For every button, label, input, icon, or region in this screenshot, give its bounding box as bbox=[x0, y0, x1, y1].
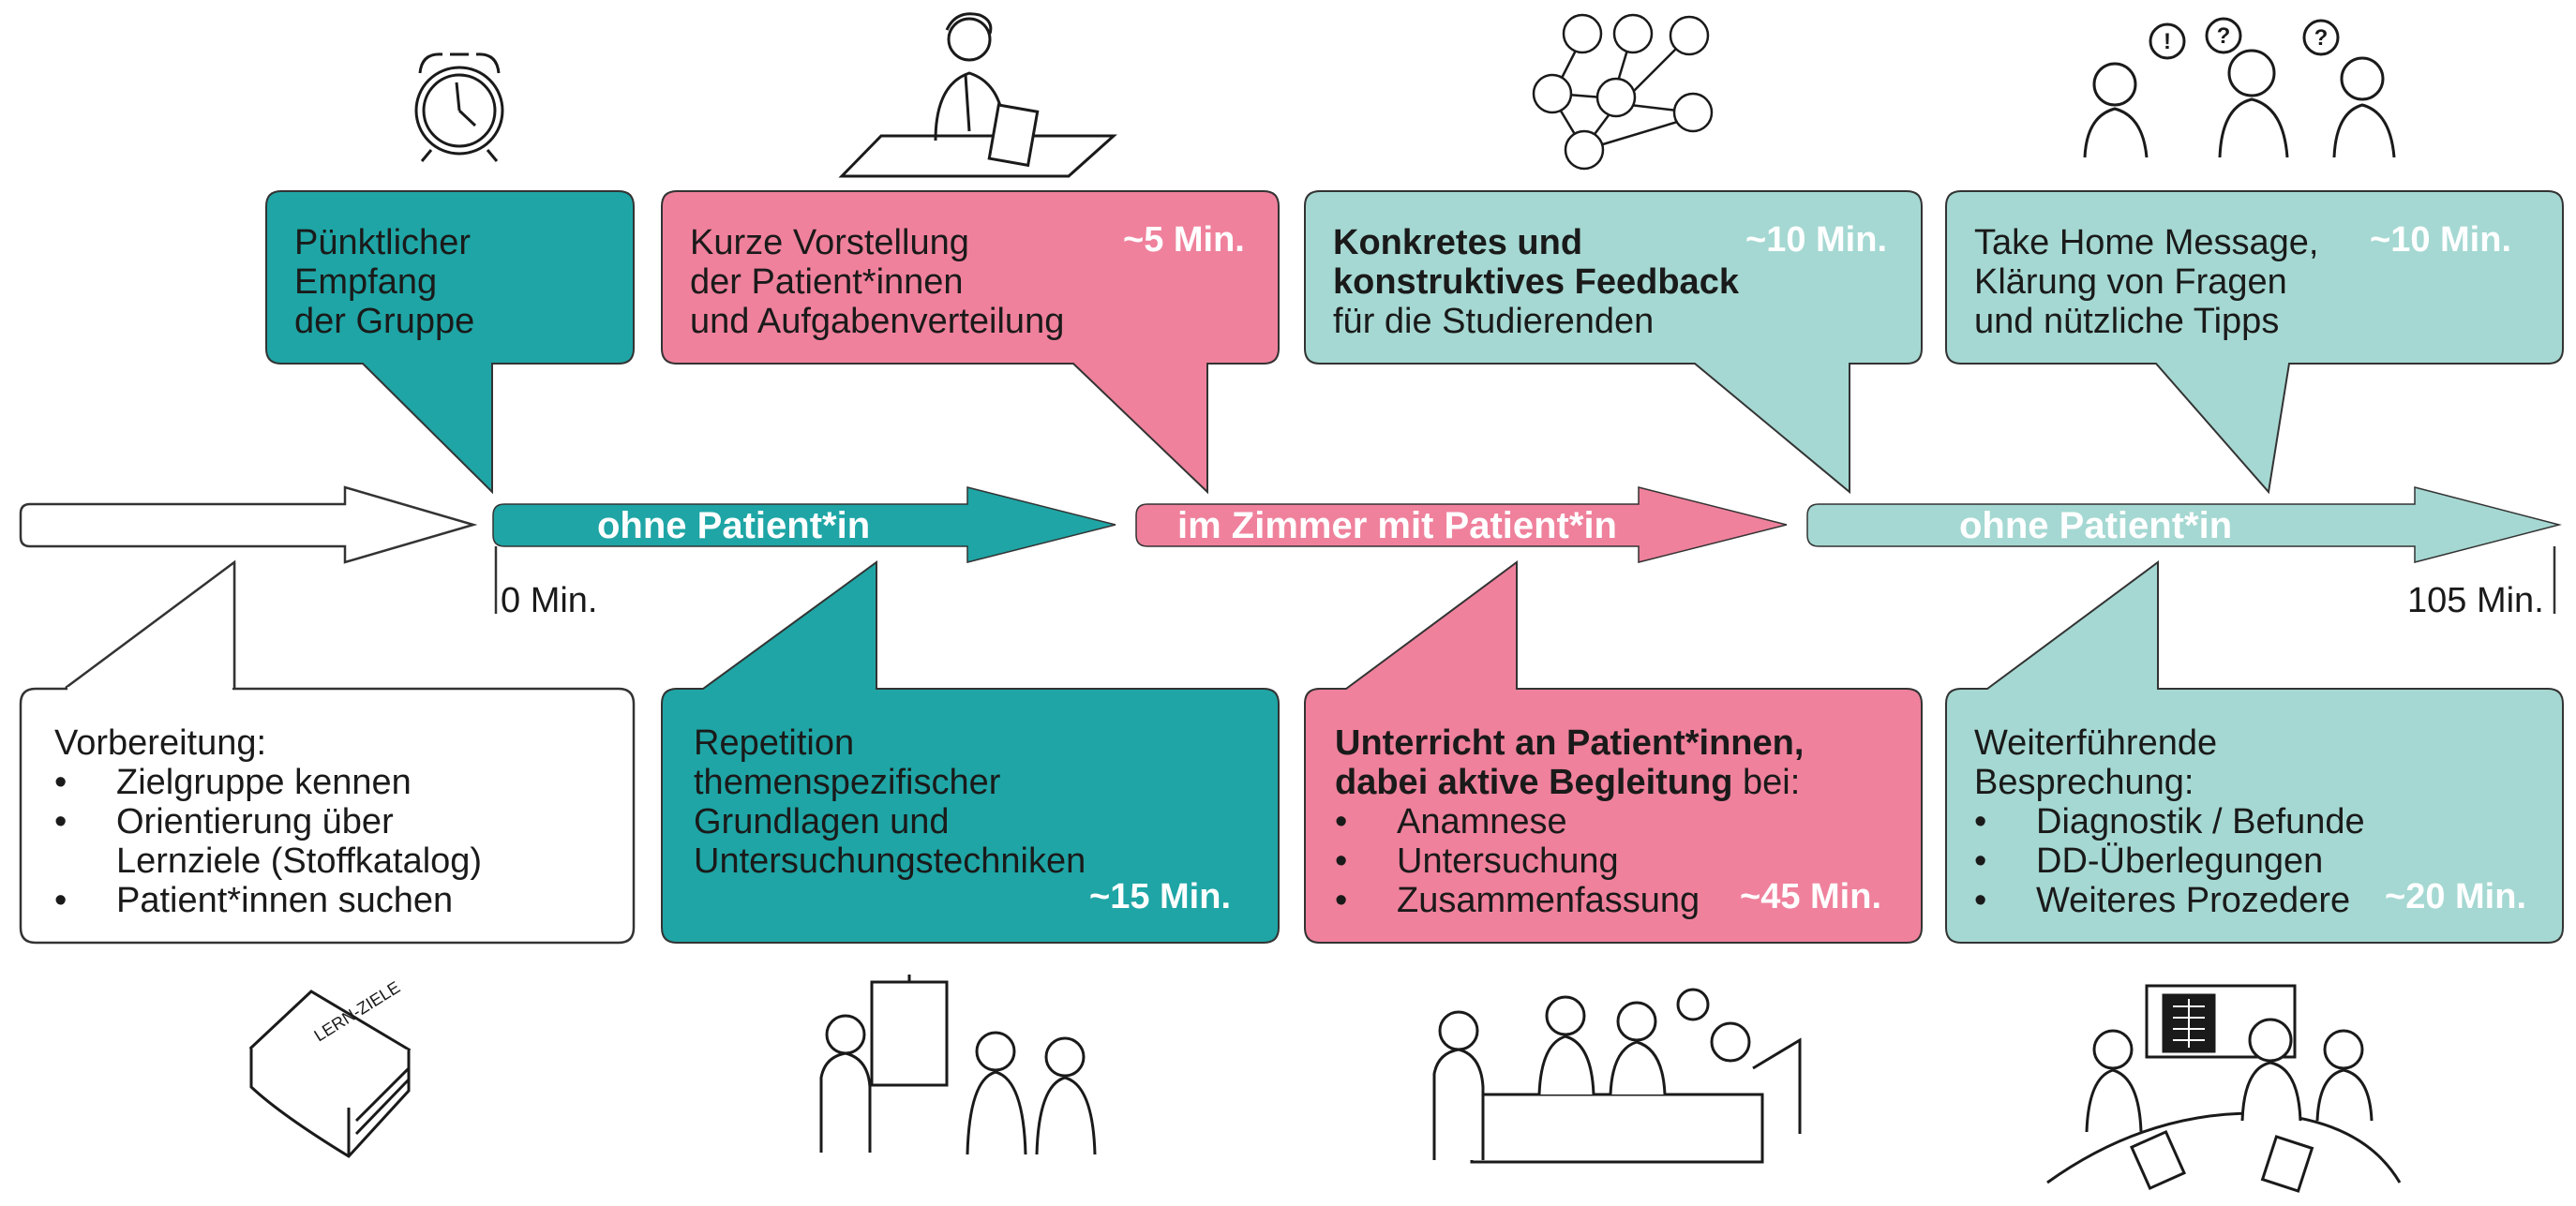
timeline-arrow-phase-3 bbox=[1806, 486, 2562, 563]
top-box-2-line: der Patient*innen bbox=[690, 262, 964, 302]
bottom-box-2-line: Grundlagen und bbox=[694, 802, 950, 841]
bottom-box-3-bullet: Anamnese bbox=[1335, 802, 1804, 841]
bottom-box-1-title: Vorbereitung: bbox=[54, 723, 267, 763]
alarm-clock-icon bbox=[414, 52, 504, 162]
top-callout-4 bbox=[1945, 190, 2564, 495]
bottom-box-3-suffix: bei: bbox=[1732, 763, 1801, 802]
bottom-box-1-bullet: Zielgruppe kennen bbox=[54, 763, 482, 802]
top-box-3-bold-line: Konkretes und bbox=[1333, 223, 1583, 262]
top-box-3-bold-line: konstruktives Feedback bbox=[1333, 262, 1739, 302]
bottom-box-1-bullet: Patient*innen suchen bbox=[54, 881, 482, 920]
bottom-box-4-bullet: Weiteres Prozedere bbox=[1974, 881, 2365, 920]
bottom-box-4-line: Weiterführende bbox=[1974, 723, 2218, 763]
top-box-4-text: Take Home Message, Klärung von Fragen un… bbox=[1974, 223, 2319, 341]
speech-bubbles-network-icon bbox=[1532, 13, 1714, 171]
top-box-1-line: Pünktlicher bbox=[294, 223, 471, 262]
svg-text:!: ! bbox=[2164, 29, 2171, 54]
teaching-at-poster-icon bbox=[819, 975, 1097, 1155]
bottom-box-2-line: themenspezifischer bbox=[694, 763, 1001, 802]
bottom-box-4-duration: ~20 Min. bbox=[2385, 877, 2526, 916]
bottom-box-4-bullet: DD-Überlegungen bbox=[1974, 841, 2365, 881]
bottom-box-4-text: Weiterführende Besprechung: Diagnostik /… bbox=[1974, 723, 2365, 920]
book-lernziele-icon: LERN-ZIELE bbox=[248, 977, 412, 1158]
time-start-label: 0 Min. bbox=[501, 581, 598, 620]
students-with-questions-icon: ! ? ? bbox=[2083, 17, 2396, 158]
phase-3-label: ohne Patient*in bbox=[1959, 505, 2233, 546]
timeline-arrow-phase-2 bbox=[1135, 486, 1788, 563]
time-end-label: 105 Min. bbox=[2407, 581, 2544, 620]
top-box-2-line: Kurze Vorstellung bbox=[690, 223, 969, 262]
top-box-4-line: Klärung von Fragen bbox=[1974, 262, 2287, 302]
phase-2-label: im Zimmer mit Patient*in bbox=[1177, 505, 1617, 546]
xray-discussion-icon bbox=[2046, 984, 2402, 1193]
top-box-1-line: Empfang bbox=[294, 262, 438, 302]
top-box-3-duration: ~10 Min. bbox=[1745, 220, 1887, 260]
bottom-box-1-bullet-continuation: Lernziele (Stoffkatalog) bbox=[116, 841, 483, 881]
bottom-box-3-duration: ~45 Min. bbox=[1740, 877, 1881, 916]
bottom-box-4-line: Besprechung: bbox=[1974, 763, 2194, 802]
svg-text:?: ? bbox=[2217, 23, 2231, 49]
top-box-1-text: Pünktlicher Empfang der Gruppe bbox=[294, 223, 474, 341]
top-box-1-line: der Gruppe bbox=[294, 302, 475, 341]
top-box-2-line: und Aufgabenverteilung bbox=[690, 302, 1065, 341]
bottom-box-3-bold-part: dabei aktive Begleitung bbox=[1335, 763, 1733, 802]
bottom-callout-1 bbox=[19, 561, 636, 945]
bottom-box-1-bullet: Orientierung über bbox=[54, 802, 482, 841]
bottom-box-4-bullet: Diagnostik / Befunde bbox=[1974, 802, 2365, 841]
bottom-box-3-text: Unterricht an Patient*innen, dabei aktiv… bbox=[1335, 723, 1804, 920]
pointer-seam-mask bbox=[67, 687, 232, 692]
bottom-box-3-bullet: Untersuchung bbox=[1335, 841, 1804, 881]
top-box-2-duration: ~5 Min. bbox=[1123, 220, 1245, 260]
top-box-3-text: Konkretes und konstruktives Feedback für… bbox=[1333, 223, 1739, 341]
bottom-callout-2 bbox=[661, 560, 1280, 944]
bedside-teaching-icon bbox=[1432, 988, 1802, 1164]
bottom-box-2-line: Repetition bbox=[694, 723, 855, 763]
doctor-at-desk-icon bbox=[838, 12, 1117, 178]
top-callout-3 bbox=[1304, 190, 1923, 495]
bottom-box-3-bold-line: Unterricht an Patient*innen, bbox=[1335, 723, 1805, 763]
top-box-4-duration: ~10 Min. bbox=[2370, 220, 2511, 260]
top-box-2-text: Kurze Vorstellung der Patient*innen und … bbox=[690, 223, 1064, 341]
bottom-box-3-mixed-line: dabei aktive Begleitung bei: bbox=[1335, 763, 1804, 802]
top-box-4-line: und nützliche Tipps bbox=[1974, 302, 2280, 341]
top-box-4-line: Take Home Message, bbox=[1974, 223, 2319, 262]
bottom-box-2-line: Untersuchungstechniken bbox=[694, 841, 1086, 881]
bottom-callout-1-pointer bbox=[65, 559, 236, 690]
timeline-arrow-prep bbox=[19, 485, 478, 564]
top-callout-2 bbox=[661, 190, 1280, 495]
top-callout-1 bbox=[265, 190, 635, 495]
bottom-box-2-duration: ~15 Min. bbox=[1089, 877, 1231, 916]
bottom-box-3-bullet: Zusammenfassung bbox=[1335, 881, 1804, 920]
bottom-box-1-text: Vorbereitung: Zielgruppe kennen Orientie… bbox=[54, 723, 482, 920]
bottom-box-2-text: Repetition themenspezifischer Grundlagen… bbox=[694, 723, 1086, 881]
timeline-arrow-phase-1 bbox=[492, 486, 1116, 563]
svg-text:?: ? bbox=[2314, 25, 2329, 51]
top-box-3-line: für die Studierenden bbox=[1333, 302, 1655, 341]
phase-1-label: ohne Patient*in bbox=[597, 505, 871, 546]
